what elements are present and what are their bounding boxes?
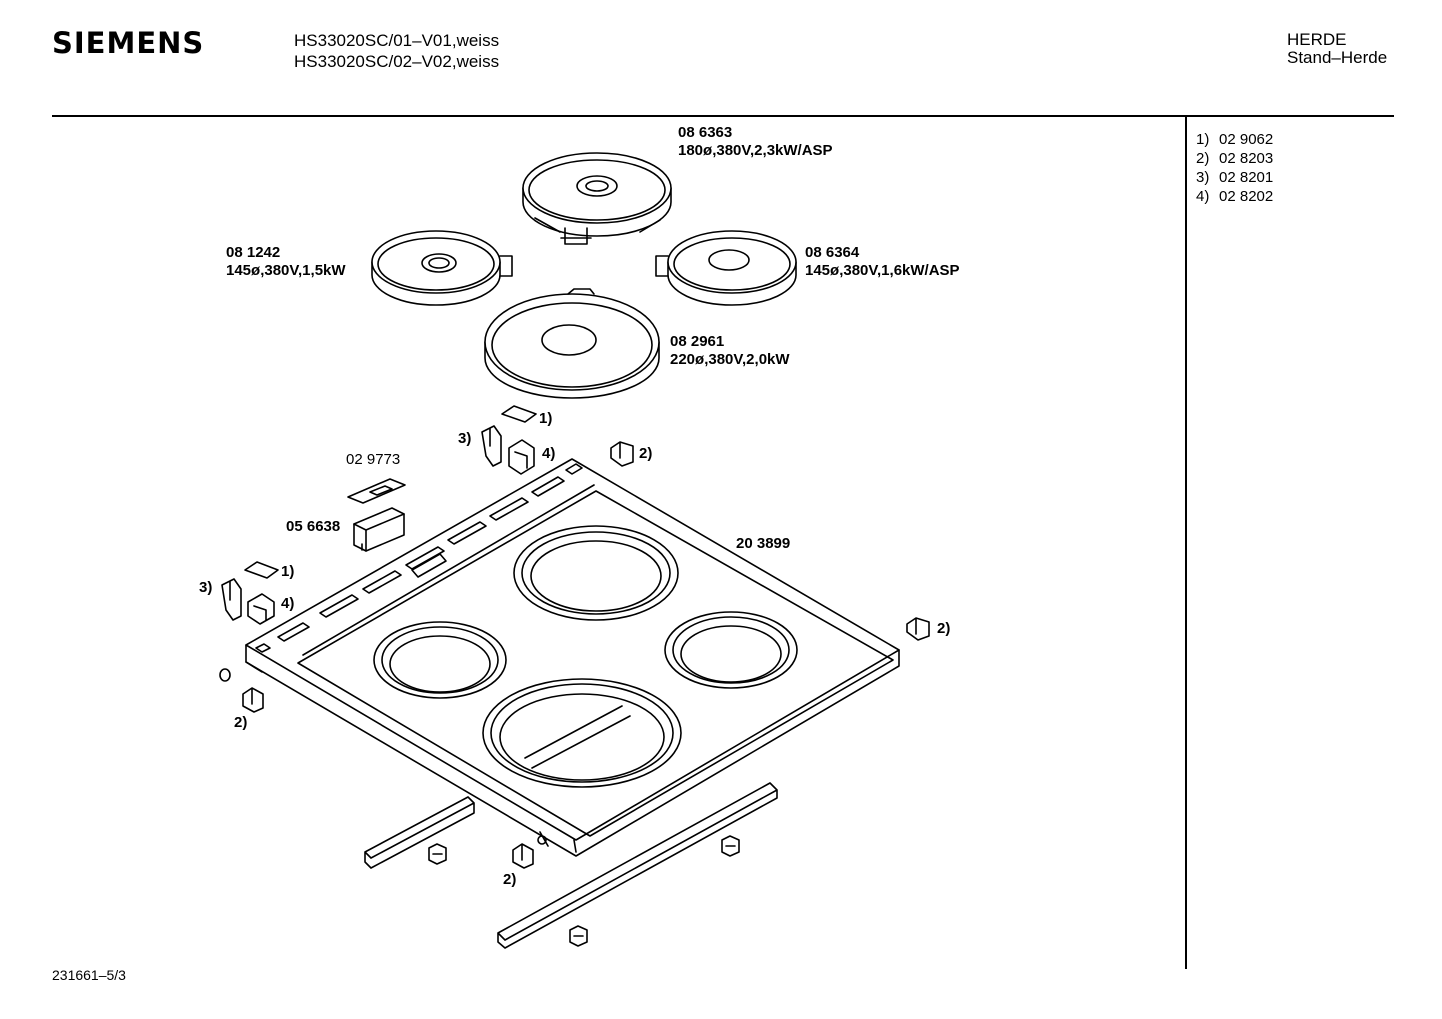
drawing-number: 231661–5/3 bbox=[52, 967, 126, 983]
label-hotplate-left: 08 1242 145ø,380V,1,5kW bbox=[226, 244, 346, 279]
hotplate-right-drawing bbox=[655, 230, 797, 306]
label-indicator-frame: 05 6638 bbox=[286, 518, 341, 535]
hotplate-left-drawing bbox=[371, 230, 513, 306]
callout-4-upper: 4) bbox=[542, 445, 556, 462]
callout-2-front: 2) bbox=[503, 871, 517, 888]
label-hotplate-front: 08 2961 220ø,380V,2,0kW bbox=[670, 333, 790, 368]
clips-drawing bbox=[219, 405, 930, 869]
callout-4-lower: 4) bbox=[281, 595, 295, 612]
hotplate-rear-drawing bbox=[522, 152, 672, 245]
legend-divider bbox=[1185, 117, 1187, 969]
callout-2-left: 2) bbox=[234, 714, 248, 731]
part-legend: 1)02 9062 2)02 8203 3)02 8201 4)02 8202 bbox=[1196, 130, 1273, 206]
legend-item: 4)02 8202 bbox=[1196, 188, 1274, 205]
rails-drawing bbox=[364, 782, 778, 949]
callout-2-rear: 2) bbox=[639, 445, 653, 462]
label-hotplate-rear: 08 6363 180ø,380V,2,3kW/ASP bbox=[678, 124, 833, 159]
label-hob-top: 20 3899 bbox=[736, 535, 791, 552]
brand-logo: SIEMENS bbox=[52, 26, 205, 60]
callout-1-upper: 1) bbox=[539, 410, 553, 427]
hob-top-drawing bbox=[245, 458, 900, 857]
label-hotplate-right: 08 6364 145ø,380V,1,6kW/ASP bbox=[805, 244, 960, 279]
model-line-1: HS33020SC/01–V01,weiss bbox=[294, 31, 500, 50]
legend-item: 2)02 8203 bbox=[1196, 150, 1274, 167]
callout-1-lower: 1) bbox=[281, 563, 295, 580]
hotplate-front-drawing bbox=[484, 288, 660, 399]
header-rule bbox=[52, 115, 1394, 117]
legend-item: 1)02 9062 bbox=[1196, 131, 1274, 148]
category-1: HERDE bbox=[1287, 30, 1347, 49]
label-indicator-cover: 02 9773 bbox=[346, 451, 401, 468]
category-2: Stand–Herde bbox=[1287, 48, 1388, 67]
callout-3-lower: 3) bbox=[199, 579, 213, 596]
model-line-2: HS33020SC/02–V02,weiss bbox=[294, 52, 500, 71]
callout-2-right: 2) bbox=[937, 620, 951, 637]
callout-3-upper: 3) bbox=[458, 430, 472, 447]
legend-item: 3)02 8201 bbox=[1196, 169, 1274, 186]
indicator-parts-drawing bbox=[347, 478, 406, 552]
